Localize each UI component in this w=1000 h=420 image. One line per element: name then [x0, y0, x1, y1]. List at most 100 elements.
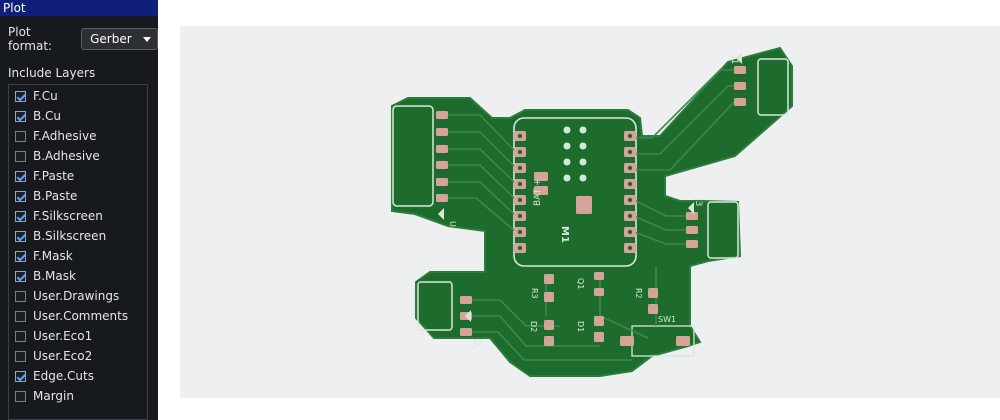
- pad: [594, 316, 604, 326]
- pad-hole: [517, 197, 523, 203]
- pad: [648, 304, 658, 314]
- label-j3: J3: [693, 197, 703, 206]
- checkbox-unchecked[interactable]: [15, 150, 26, 162]
- plot-panel: Plot Plot format: Gerber Include Layers …: [0, 0, 158, 420]
- pad-hole: [627, 197, 633, 203]
- pad-hole: [627, 229, 633, 235]
- chevron-down-icon: [143, 36, 151, 42]
- layer-row[interactable]: F.Cu: [15, 86, 58, 106]
- panel-title: Plot: [0, 0, 158, 16]
- checkbox-checked[interactable]: [15, 250, 26, 262]
- plot-format-select[interactable]: Gerber: [81, 28, 158, 50]
- label-bat: BAT +: [533, 178, 543, 206]
- pad: [436, 145, 448, 153]
- layer-row[interactable]: F.Paste: [15, 166, 74, 186]
- silkscreen: [438, 52, 742, 322]
- checkbox-unchecked[interactable]: [15, 330, 26, 342]
- layer-row[interactable]: B.Mask: [15, 266, 76, 286]
- layer-name: F.Cu: [33, 89, 58, 103]
- pad: [594, 272, 604, 280]
- checkbox-checked[interactable]: [15, 270, 26, 282]
- label-d1: D1: [576, 321, 585, 332]
- checkbox-unchecked[interactable]: [15, 310, 26, 322]
- pad: [686, 226, 698, 234]
- checkbox-unchecked[interactable]: [15, 390, 26, 402]
- pad-hole: [517, 245, 523, 251]
- pad: [734, 82, 746, 90]
- label-sw1: SW1: [658, 315, 676, 324]
- layer-row[interactable]: B.Cu: [15, 106, 61, 126]
- label-r3: R3: [530, 288, 539, 299]
- layer-row[interactable]: F.Silkscreen: [15, 206, 103, 226]
- checkbox-unchecked[interactable]: [15, 350, 26, 362]
- layer-name: Edge.Cuts: [33, 369, 94, 383]
- pad: [544, 336, 554, 346]
- module-outline: [513, 117, 637, 267]
- pad: [594, 332, 604, 342]
- label-r2: R2: [634, 288, 643, 299]
- label-d2: D2: [529, 321, 538, 332]
- pad: [676, 336, 690, 346]
- pad: [544, 292, 554, 302]
- pad: [648, 288, 658, 298]
- layer-name: F.Silkscreen: [33, 209, 103, 223]
- label-u-left: U: [448, 221, 457, 227]
- layer-row[interactable]: User.Comments: [15, 306, 128, 326]
- layer-row[interactable]: User.Drawings: [15, 286, 119, 306]
- traces: [442, 69, 740, 361]
- layer-row[interactable]: User.Eco2: [15, 346, 92, 366]
- layer-row[interactable]: Margin: [15, 386, 74, 406]
- pad: [534, 172, 548, 181]
- pad-hole: [517, 213, 523, 219]
- layer-row[interactable]: B.Silkscreen: [15, 226, 106, 246]
- layer-name: F.Mask: [33, 249, 73, 263]
- pad-hole: [627, 245, 633, 251]
- pad: [734, 98, 746, 106]
- layer-name: User.Eco2: [33, 349, 93, 363]
- pcb-preview: J1 J3 J2 U M1 BAT + R3 R2 Q1 D1 D2 SW1: [391, 46, 793, 377]
- pad: [436, 194, 448, 202]
- pad-hole: [627, 133, 633, 139]
- layer-name: Margin: [33, 389, 74, 403]
- layer-name: B.Adhesive: [33, 149, 100, 163]
- pad: [620, 336, 634, 346]
- checkbox-checked[interactable]: [15, 210, 26, 222]
- pad: [734, 66, 746, 74]
- layer-name: User.Drawings: [33, 289, 120, 303]
- plot-format-value: Gerber: [90, 32, 132, 46]
- layer-row[interactable]: F.Mask: [15, 246, 73, 266]
- pad-hole: [517, 181, 523, 187]
- plot-preview-canvas[interactable]: J1 J3 J2 U M1 BAT + R3 R2 Q1 D1 D2 SW1: [180, 26, 1000, 398]
- pad: [460, 328, 472, 336]
- plot-format-label: Plot format:: [8, 25, 53, 53]
- layer-row[interactable]: F.Adhesive: [15, 126, 96, 146]
- pad-hole: [517, 149, 523, 155]
- checkbox-checked[interactable]: [15, 110, 26, 122]
- connector-j2: [417, 281, 453, 331]
- pad-hole: [627, 149, 633, 155]
- layer-name: B.Mask: [33, 269, 76, 283]
- layer-name: B.Cu: [33, 109, 62, 123]
- connector-j-left: [392, 105, 434, 207]
- pad-hole: [517, 165, 523, 171]
- pad-hole: [517, 133, 523, 139]
- include-layers-label: Include Layers: [8, 66, 96, 80]
- checkbox-checked[interactable]: [15, 170, 26, 182]
- layer-name: User.Comments: [33, 309, 129, 323]
- pads-group: [436, 66, 746, 346]
- layer-row[interactable]: User.Eco1: [15, 326, 92, 346]
- checkbox-checked[interactable]: [15, 190, 26, 202]
- layer-row[interactable]: Edge.Cuts: [15, 366, 94, 386]
- checkbox-checked[interactable]: [15, 370, 26, 382]
- connector-j3: [707, 201, 739, 259]
- layer-name: B.Silkscreen: [33, 229, 107, 243]
- checkbox-unchecked[interactable]: [15, 290, 26, 302]
- layer-row[interactable]: B.Paste: [15, 186, 77, 206]
- checkbox-unchecked[interactable]: [15, 130, 26, 142]
- label-m1: M1: [559, 226, 570, 243]
- layer-row[interactable]: B.Adhesive: [15, 146, 100, 166]
- pad: [576, 196, 592, 214]
- checkbox-checked[interactable]: [15, 230, 26, 242]
- checkbox-checked[interactable]: [15, 90, 26, 102]
